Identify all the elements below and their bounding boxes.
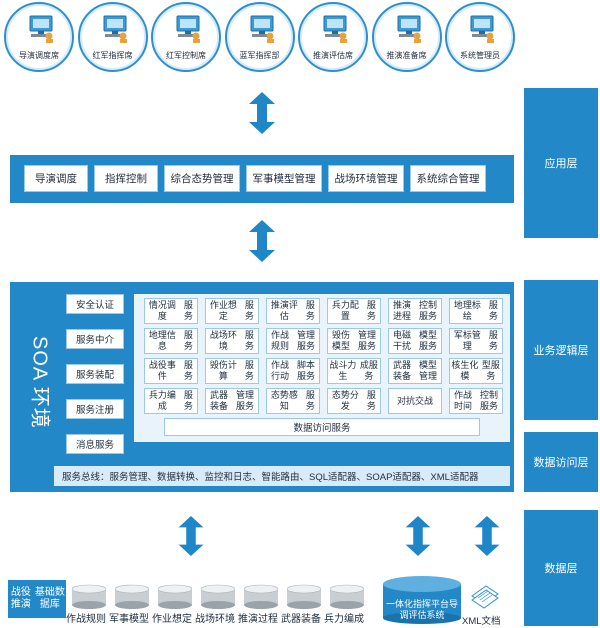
soa-environment: SOA 环境 安全认证服务中介服务装配服务注册消息服务 数据访问服务 情况调度服… bbox=[10, 282, 514, 492]
role-label: 红军指挥席 bbox=[92, 51, 133, 60]
arrow-soa-db-2 bbox=[405, 516, 431, 556]
app-module: 综合态势管理 bbox=[164, 165, 240, 192]
role-label: 系统管理员 bbox=[460, 51, 500, 60]
business-service: 态势分发服务 bbox=[327, 388, 381, 414]
database-cylinder-icon bbox=[329, 584, 365, 610]
business-service: 毁伤计算服务 bbox=[205, 358, 259, 384]
arrow-app-soa bbox=[249, 220, 275, 262]
workstation-icon bbox=[319, 12, 351, 44]
database-label: 武器装备 bbox=[281, 614, 321, 625]
arrow-soa-db-3 bbox=[474, 516, 500, 556]
database-cylinder-icon bbox=[71, 584, 107, 610]
business-service: 战役事件服务 bbox=[144, 358, 198, 384]
xml-document-icon bbox=[471, 585, 499, 609]
soa-core-service: 服务注册 bbox=[66, 399, 124, 419]
database-label: 推演过程 bbox=[238, 614, 278, 625]
business-service: 兵力编成服务 bbox=[144, 388, 198, 414]
role-circle: 推演准备席 bbox=[371, 2, 442, 72]
database-cylinder-icon bbox=[114, 584, 150, 610]
workstation-icon bbox=[246, 12, 278, 44]
role-circle: 红军指挥席 bbox=[77, 2, 148, 72]
role-row: 导演调度席 红军指挥席 红军控制席 蓝军指挥部 推演评估席 推演准备席 系统管理员 bbox=[4, 2, 516, 80]
role-label: 红军控制席 bbox=[166, 51, 206, 60]
database-label: 军事模型 bbox=[109, 614, 149, 625]
business-service: 电磁干扰模型服务 bbox=[388, 328, 442, 354]
arrow-roles-app bbox=[249, 92, 275, 134]
app-module: 导演调度 bbox=[24, 165, 88, 192]
role-label: 推演评估席 bbox=[313, 51, 353, 60]
app-module: 指挥控制 bbox=[94, 165, 158, 192]
business-service: 地理标绘服务 bbox=[449, 298, 503, 324]
layer-business-logic: 业务逻辑层 bbox=[524, 280, 598, 420]
app-module: 战场环境管理 bbox=[328, 165, 404, 192]
role-label: 导演调度席 bbox=[19, 51, 59, 60]
soa-core-service: 消息服务 bbox=[66, 434, 124, 454]
role-circle: 导演调度席 bbox=[4, 2, 74, 72]
app-module: 军事模型管理 bbox=[246, 165, 322, 192]
business-service: 武器装备管理服务 bbox=[205, 388, 259, 414]
platform-label: 一体化指挥平台导调评估系统 bbox=[385, 599, 459, 620]
database-label: 兵力编成 bbox=[324, 614, 364, 625]
soa-core-service: 安全认证 bbox=[66, 294, 124, 314]
workstation-icon bbox=[99, 12, 131, 44]
business-service: 作业想定服务 bbox=[205, 298, 259, 324]
business-service: 作战时间控制服务 bbox=[449, 388, 503, 414]
business-service: 战场环境服务 bbox=[205, 328, 259, 354]
business-service: 对抗交战 bbox=[388, 388, 442, 414]
application-band: 导演调度指挥控制综合态势管理军事模型管理战场环境管理系统综合管理 bbox=[10, 155, 514, 203]
business-service: 战斗力生成服务 bbox=[327, 358, 381, 384]
workstation-icon bbox=[172, 12, 204, 44]
database-cylinder-icon bbox=[157, 584, 193, 610]
service-bus: 服务总线：服务管理、数据转换、监控和日志、智能路由、SQL适配器、SOAP适配器… bbox=[54, 466, 510, 486]
arrow-soa-db-1 bbox=[178, 516, 204, 556]
layer-application: 应用层 bbox=[524, 88, 598, 238]
database-cylinder-icon bbox=[243, 584, 279, 610]
role-label: 推演准备席 bbox=[386, 51, 427, 60]
database-label: 作业想定 bbox=[152, 614, 192, 625]
business-service: 毁伤模型管理服务 bbox=[327, 328, 381, 354]
role-circle: 蓝军指挥部 bbox=[224, 2, 295, 72]
role-circle: 红军控制席 bbox=[151, 2, 221, 72]
role-label: 蓝军指挥部 bbox=[239, 51, 280, 60]
role-circle: 推演评估席 bbox=[298, 2, 368, 72]
business-service: 作战规则管理服务 bbox=[266, 328, 320, 354]
layer-data-access: 数据访问层 bbox=[524, 432, 598, 492]
soa-core-service: 服务装配 bbox=[66, 364, 124, 384]
soa-title: SOA 环境 bbox=[28, 335, 51, 429]
workstation-icon bbox=[466, 12, 498, 44]
business-service: 武器装备模型管理 bbox=[388, 358, 442, 384]
role-circle: 系统管理员 bbox=[445, 2, 515, 72]
soa-core-service: 服务中介 bbox=[66, 329, 124, 349]
base-database: 战役推演基础数据库 bbox=[8, 580, 66, 618]
business-service: 作战行动脚本服务 bbox=[266, 358, 320, 384]
business-service: 推演进程控制服务 bbox=[388, 298, 442, 324]
database-cylinder-icon bbox=[200, 584, 236, 610]
layer-data: 数据层 bbox=[524, 510, 598, 626]
database-label: 作战规则 bbox=[66, 614, 106, 625]
service-grid-panel: 数据访问服务 情况调度服务作业想定服务推演评估服务兵力配置服务推演进程控制服务地… bbox=[134, 294, 510, 442]
business-service: 情况调度服务 bbox=[144, 298, 198, 324]
business-service: 军标管理服务 bbox=[449, 328, 503, 354]
database-cylinder-icon bbox=[286, 584, 322, 610]
app-module: 系统综合管理 bbox=[410, 165, 486, 192]
business-service: 兵力配置服务 bbox=[327, 298, 381, 324]
business-service: 态势感知服务 bbox=[266, 388, 320, 414]
database-label: 战场环境 bbox=[195, 614, 235, 625]
workstation-icon bbox=[393, 12, 425, 44]
business-service: 推演评估服务 bbox=[266, 298, 320, 324]
business-service: 地理信息服务 bbox=[144, 328, 198, 354]
xml-document-label: XML文档 bbox=[462, 616, 501, 627]
platform-cylinder bbox=[383, 576, 461, 624]
business-service: 核生化模型服务 bbox=[449, 358, 503, 384]
workstation-icon bbox=[25, 12, 57, 44]
data-access-service: 数据访问服务 bbox=[164, 418, 480, 436]
